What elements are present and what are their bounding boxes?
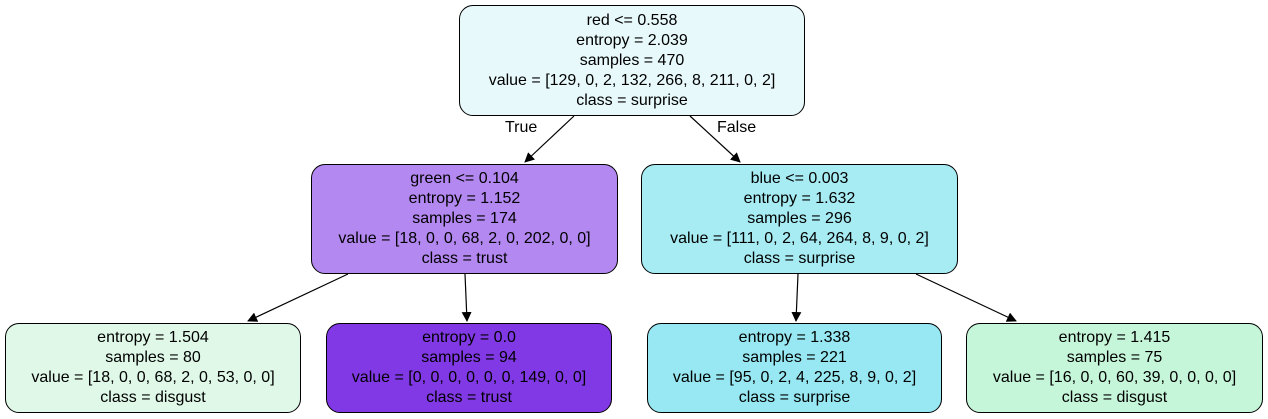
- node-value: value = [95, 0, 2, 4, 225, 8, 9, 0, 2]: [672, 369, 917, 386]
- node-entropy: entropy = 1.152: [408, 190, 521, 207]
- node-entropy: entropy = 2.039: [576, 31, 688, 49]
- edge-left-to-left-right: [461, 273, 472, 322]
- edge-left-to-left-left: [247, 273, 349, 322]
- node-value: value = [18, 0, 0, 68, 2, 0, 202, 0, 0]: [338, 230, 591, 247]
- node-value: value = [111, 0, 2, 64, 264, 8, 9, 0, 2]: [670, 230, 929, 247]
- node-value: value = [0, 0, 0, 0, 0, 0, 149, 0, 0]: [351, 369, 587, 386]
- node-samples: samples = 80: [105, 349, 201, 366]
- node-samples: samples = 221: [742, 349, 847, 366]
- edge-right-to-right-right: [915, 273, 1017, 322]
- tree-node-left: green <= 0.104 entropy = 1.152 samples =…: [311, 164, 618, 274]
- node-split-rule: blue <= 0.003: [750, 170, 849, 187]
- node-entropy: entropy = 1.632: [743, 190, 856, 207]
- edge-label-false: False: [717, 119, 757, 136]
- node-samples: samples = 174: [412, 210, 517, 227]
- node-samples: samples = 94: [421, 349, 517, 366]
- node-class: class = disgust: [1061, 389, 1168, 406]
- node-class: class = trust: [421, 250, 508, 267]
- tree-node-right: blue <= 0.003 entropy = 1.632 samples = …: [641, 164, 958, 274]
- edge-root-to-right: [689, 115, 741, 163]
- node-class: class = surprise: [738, 389, 851, 406]
- node-class: class = surprise: [743, 250, 856, 267]
- node-value: value = [16, 0, 0, 60, 39, 0, 0, 0, 0]: [992, 369, 1237, 386]
- node-value: value = [129, 0, 2, 132, 266, 8, 211, 0,…: [488, 71, 776, 89]
- node-samples: samples = 75: [1066, 349, 1163, 366]
- node-split-rule: red <= 0.558: [586, 11, 678, 29]
- tree-leaf-right-right: entropy = 1.415 samples = 75 value = [16…: [966, 323, 1263, 413]
- node-entropy: entropy = 0.0: [422, 329, 516, 346]
- node-entropy: entropy = 1.504: [97, 329, 209, 346]
- node-samples: samples = 296: [747, 210, 852, 227]
- node-class: class = trust: [426, 389, 512, 406]
- tree-leaf-right-left: entropy = 1.338 samples = 221 value = [9…: [647, 323, 942, 413]
- node-value: value = [18, 0, 0, 68, 2, 0, 53, 0, 0]: [31, 369, 275, 386]
- tree-node-root: red <= 0.558 entropy = 2.039 samples = 4…: [459, 5, 805, 116]
- node-class: class = disgust: [100, 389, 206, 406]
- edge-root-to-left: [524, 115, 575, 163]
- tree-leaf-left-left: entropy = 1.504 samples = 80 value = [18…: [5, 323, 301, 413]
- tree-leaf-left-right: entropy = 0.0 samples = 94 value = [0, 0…: [326, 323, 612, 413]
- node-class: class = surprise: [576, 91, 688, 109]
- node-split-rule: green <= 0.104: [410, 170, 519, 187]
- node-entropy: entropy = 1.338: [738, 329, 851, 346]
- edge-right-to-right-left: [791, 273, 802, 322]
- edge-label-true: True: [505, 119, 538, 136]
- node-entropy: entropy = 1.415: [1058, 329, 1171, 346]
- node-samples: samples = 470: [579, 51, 685, 69]
